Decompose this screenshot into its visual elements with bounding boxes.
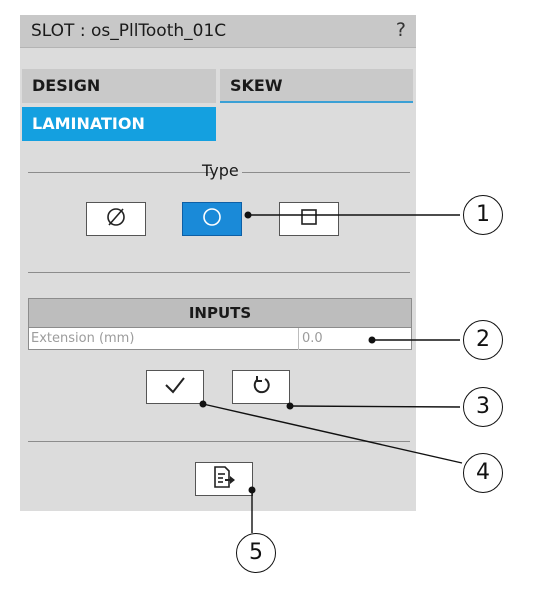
callout-3: 3	[463, 387, 503, 427]
exit-document-icon	[211, 465, 237, 493]
type-empty-set-button[interactable]	[86, 202, 146, 236]
tab-skew[interactable]: SKEW	[220, 69, 413, 103]
callout-5: 5	[236, 533, 276, 573]
inputs-table: INPUTS Extension (mm) 0.0	[28, 298, 412, 350]
slot-panel: SLOT : os_PllTooth_01C ? DESIGN SKEW LAM…	[20, 15, 416, 511]
callout-2: 2	[463, 320, 503, 360]
type-square-button[interactable]	[279, 202, 339, 236]
inputs-header: INPUTS	[29, 299, 411, 328]
apply-button[interactable]	[146, 370, 204, 404]
callout-4: 4	[463, 453, 503, 493]
tab-lamination[interactable]: LAMINATION	[22, 107, 216, 141]
section-divider-2	[28, 441, 410, 442]
reset-button[interactable]	[232, 370, 290, 404]
reset-arrow-icon	[250, 374, 272, 400]
type-divider-right	[242, 172, 410, 173]
square-icon	[298, 206, 320, 232]
help-button[interactable]: ?	[395, 19, 406, 41]
type-circle-button[interactable]	[182, 202, 242, 236]
section-divider-1	[28, 272, 410, 273]
panel-titlebar: SLOT : os_PllTooth_01C ?	[20, 15, 416, 48]
extension-field[interactable]: 0.0	[298, 328, 410, 350]
circle-icon	[201, 206, 223, 232]
checkmark-icon	[163, 375, 187, 399]
callout-1: 1	[463, 195, 503, 235]
type-divider-left	[28, 172, 212, 173]
exit-button[interactable]	[195, 462, 253, 496]
type-section-label: Type	[202, 161, 239, 180]
empty-set-icon	[105, 206, 127, 232]
extension-label: Extension (mm)	[31, 331, 135, 346]
tab-design[interactable]: DESIGN	[22, 69, 216, 103]
table-row: Extension (mm) 0.0	[29, 328, 411, 350]
panel-title: SLOT : os_PllTooth_01C	[31, 21, 227, 41]
